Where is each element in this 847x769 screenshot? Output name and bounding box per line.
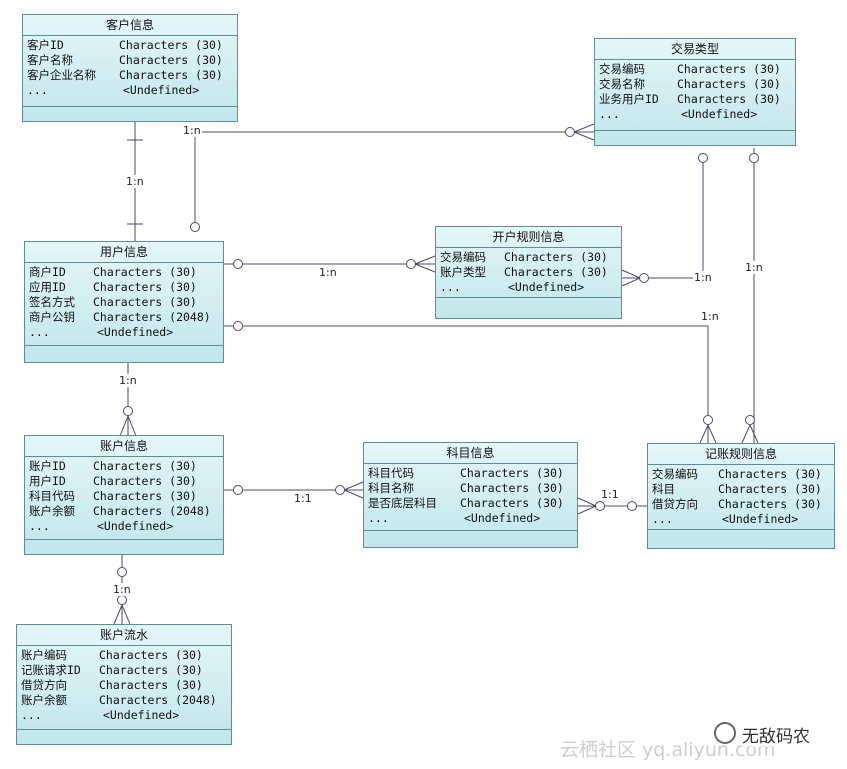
watermark-site: 云栖社区 yq.aliyun.com	[560, 739, 776, 761]
rel-user-booking	[224, 325, 709, 443]
card-txn-booking: 1:n	[744, 261, 764, 274]
attribute-row: ...<Undefined>	[440, 280, 585, 294]
attribute-row: ...<Undefined>	[27, 83, 200, 97]
entity-title: 账户流水	[17, 625, 231, 646]
entity-title: 记账规则信息	[648, 444, 834, 465]
entity-title: 交易类型	[595, 39, 795, 60]
entity-title: 开户规则信息	[436, 227, 621, 248]
card-user-account: 1:n	[118, 374, 138, 387]
attribute-row: ...<Undefined>	[599, 107, 758, 121]
entity-title: 用户信息	[25, 242, 223, 263]
watermark-logo-icon	[714, 722, 736, 744]
attribute-row: ...<Undefined>	[29, 519, 174, 533]
attribute-row: ...<Undefined>	[652, 512, 799, 526]
entity-title: 账户信息	[25, 436, 223, 457]
attribute-row: ...<Undefined>	[29, 325, 174, 339]
rel-openrule-txn	[622, 158, 704, 279]
attribute-row: ...<Undefined>	[21, 708, 180, 722]
card-user-booking: 1:n	[700, 310, 720, 323]
entity-title: 科目信息	[364, 443, 577, 464]
watermark-brand: 无敌码农	[742, 722, 810, 747]
card-user-openrule: 1:n	[318, 266, 338, 279]
card-account-subject: 1:1	[293, 492, 313, 505]
card-customer-txn: 1:n	[182, 124, 202, 137]
card-account-ledger: 1:n	[112, 583, 132, 596]
attribute-row: ...<Undefined>	[368, 511, 541, 525]
card-openrule-txn: 1:n	[693, 271, 713, 284]
card-customer-user: 1:n	[125, 175, 145, 188]
entity-title: 客户信息	[23, 15, 237, 36]
card-subject-booking: 1:1	[600, 488, 620, 501]
